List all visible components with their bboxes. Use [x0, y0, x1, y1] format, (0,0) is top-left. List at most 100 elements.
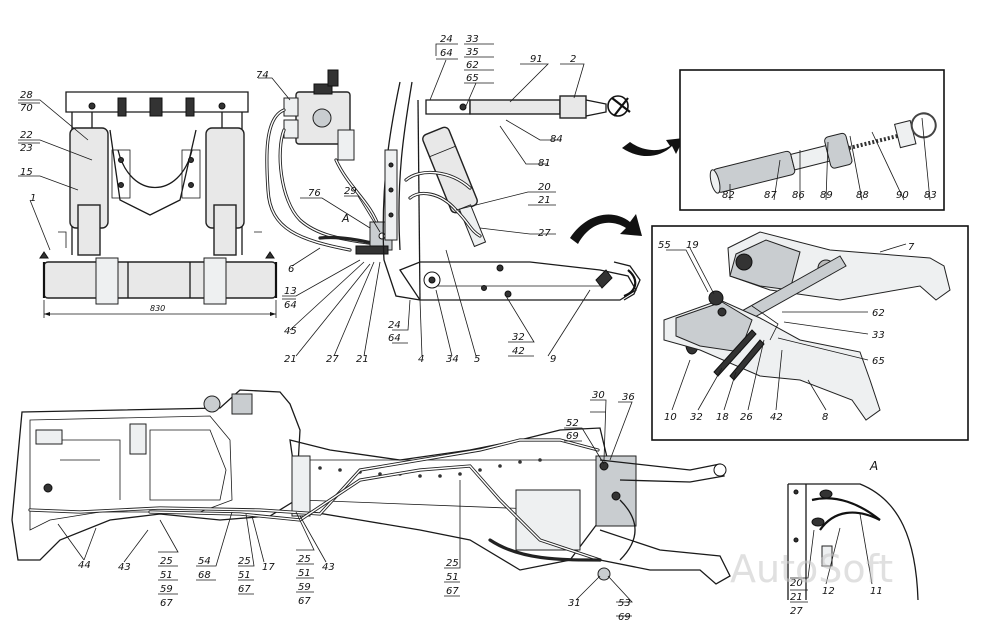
label-67-b: 67	[238, 584, 251, 595]
label-74: 74	[256, 70, 269, 81]
label-27: 27	[326, 354, 339, 365]
label-62-photo: 62	[872, 308, 885, 319]
label-42-side: 42	[512, 346, 525, 357]
label-13: 13	[284, 286, 297, 297]
label-44: 44	[78, 560, 91, 571]
label-10: 10	[664, 412, 677, 423]
label-25-d: 25	[446, 558, 459, 569]
label-21-side: 21	[538, 195, 551, 206]
label-4: 4	[418, 354, 424, 365]
curved-arrow-top	[622, 138, 684, 157]
label-34: 34	[446, 354, 459, 365]
label-88: 88	[856, 190, 869, 201]
label-59-a: 59	[160, 584, 173, 595]
label-51-c: 51	[298, 568, 311, 579]
label-33: 33	[466, 34, 479, 45]
label-2: 2	[570, 54, 576, 65]
label-43-b: 43	[322, 562, 335, 573]
label-32-photo: 32	[690, 412, 703, 423]
label-21: 21	[284, 354, 297, 365]
label-51-a: 51	[160, 570, 173, 581]
label-17: 17	[262, 562, 275, 573]
view-a-detail: A 20 21 27 12 11	[787, 459, 919, 617]
label-52: 52	[566, 418, 579, 429]
label-33-photo: 33	[872, 330, 885, 341]
label-86: 86	[792, 190, 805, 201]
label-69-b: 69	[618, 612, 631, 623]
label-67-d: 67	[446, 586, 459, 597]
label-55: 55	[658, 240, 671, 251]
label-20: 20	[538, 182, 551, 193]
label-7: 7	[908, 242, 915, 253]
view-a-title: A	[869, 459, 878, 473]
label-28: 28	[20, 90, 33, 101]
label-67-a: 67	[160, 598, 173, 609]
label-70: 70	[20, 103, 33, 114]
label-82: 82	[722, 190, 735, 201]
label-87: 87	[764, 190, 777, 201]
label-27-a: 27	[790, 606, 803, 617]
label-64-bottom: 64	[388, 333, 401, 344]
watermark: AutoSoft	[730, 547, 893, 591]
label-26: 26	[740, 412, 753, 423]
label-24-bottom: 24	[388, 320, 401, 331]
label-5: 5	[474, 354, 480, 365]
label-35: 35	[466, 47, 479, 58]
label-18: 18	[716, 412, 729, 423]
label-36: 36	[622, 392, 635, 403]
label-6: 6	[288, 264, 294, 275]
label-59-c: 59	[298, 582, 311, 593]
label-A-view-marker: A	[341, 212, 350, 225]
label-25-b: 25	[238, 556, 251, 567]
label-67-c: 67	[298, 596, 311, 607]
label-76: 76	[308, 188, 321, 199]
label-65-photo: 65	[872, 356, 885, 367]
label-31: 31	[568, 598, 581, 609]
label-64: 64	[284, 300, 297, 311]
label-81: 81	[538, 158, 551, 169]
label-24-top: 24	[440, 34, 453, 45]
side-view-linkage: 24 64 33 35 62 65 91 2 84 81 20 21 27 24…	[382, 34, 641, 365]
label-62: 62	[466, 60, 479, 71]
label-22: 22	[20, 130, 33, 141]
label-83: 83	[924, 190, 937, 201]
label-51-b: 51	[238, 570, 251, 581]
label-51-d: 51	[446, 572, 459, 583]
label-8: 8	[822, 412, 828, 423]
label-69-a: 69	[566, 431, 579, 442]
label-68: 68	[198, 570, 211, 581]
label-12: 12	[822, 586, 835, 597]
label-42-photo: 42	[770, 412, 783, 423]
label-32-side: 32	[512, 332, 525, 343]
label-11: 11	[870, 586, 883, 597]
label-89: 89	[820, 190, 833, 201]
label-84: 84	[550, 134, 563, 145]
label-90: 90	[896, 190, 909, 201]
label-65: 65	[466, 73, 479, 84]
label-15: 15	[20, 167, 33, 178]
label-25-c: 25	[298, 554, 311, 565]
label-29: 29	[344, 186, 357, 197]
tractor-side-view: 44 43 25 51 59 67 54 68 25 51 67 17 25 5…	[11, 389, 731, 623]
label-19: 19	[686, 240, 699, 251]
label-20-a: 20	[790, 578, 803, 589]
label-54: 54	[198, 556, 211, 567]
label-64-top: 64	[440, 48, 453, 59]
curved-arrow-bottom	[570, 214, 642, 244]
label-1: 1	[30, 193, 36, 204]
label-21b: 21	[356, 354, 369, 365]
photo-inset-top-link: 82 87 86 89 88 90 83	[679, 69, 945, 211]
label-21-a: 21	[790, 592, 803, 603]
front-view: 830 28 70 22 23 15 1	[18, 90, 278, 318]
label-53: 53	[618, 598, 631, 609]
label-43: 43	[118, 562, 131, 573]
label-23: 23	[20, 143, 33, 154]
pump-assembly: 74 76 A 29 6 13 64 45 21 27 21	[256, 69, 393, 365]
label-27-side: 27	[538, 228, 551, 239]
label-30: 30	[592, 390, 605, 401]
dimension-label: 830	[150, 304, 165, 313]
label-91: 91	[530, 54, 543, 65]
label-9: 9	[550, 354, 556, 365]
label-45: 45	[284, 326, 297, 337]
